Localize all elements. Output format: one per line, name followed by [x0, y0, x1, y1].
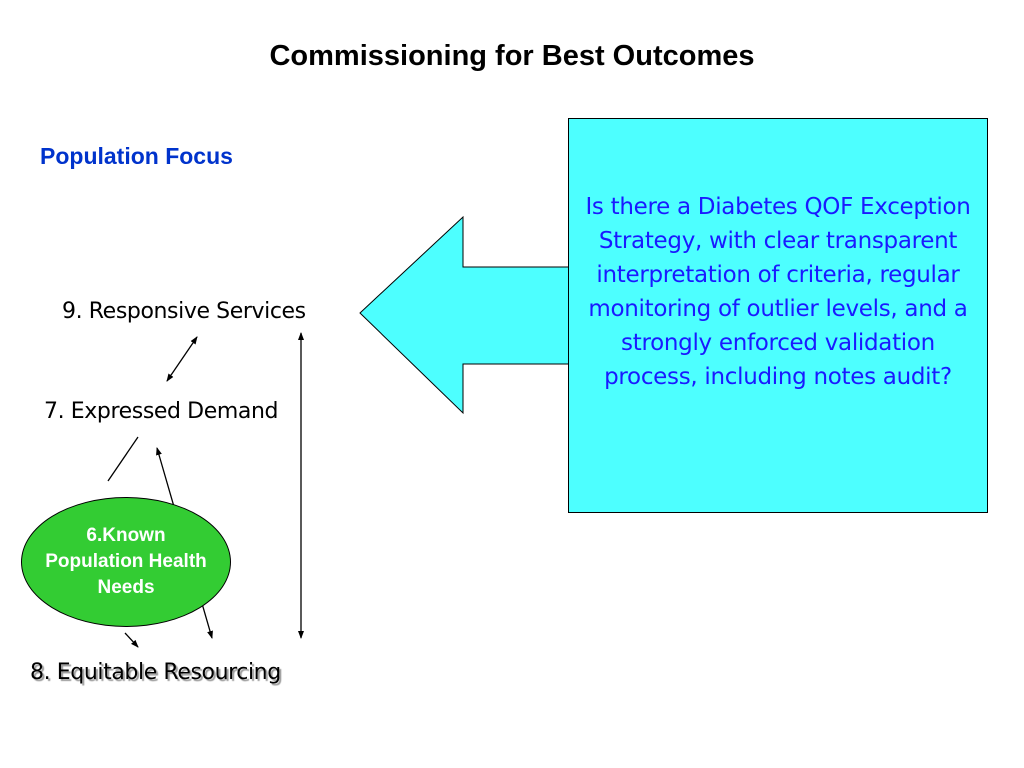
node-expressed-demand: 7. Expressed Demand — [44, 399, 279, 424]
node-known-population-health-needs: 6.Known Population Health Needs — [21, 497, 231, 627]
node-equitable-resourcing: 8. Equitable Resourcing — [30, 660, 281, 685]
section-subtitle: Population Focus — [40, 143, 233, 169]
ellipse-label: 6.Known Population Health Needs — [45, 525, 207, 598]
page-title: Commissioning for Best Outcomes — [269, 40, 755, 72]
callout-arrow-shape — [359, 215, 571, 415]
node-responsive-services: 9. Responsive Services — [62, 299, 306, 324]
callout-box — [568, 118, 988, 513]
line-needs-expressed — [107, 436, 139, 482]
callout-question: Is there a Diabetes QOF Exception Strate… — [585, 194, 971, 390]
arrow-needs-equitable — [124, 632, 139, 648]
arrow-responsive-expressed — [166, 336, 198, 382]
